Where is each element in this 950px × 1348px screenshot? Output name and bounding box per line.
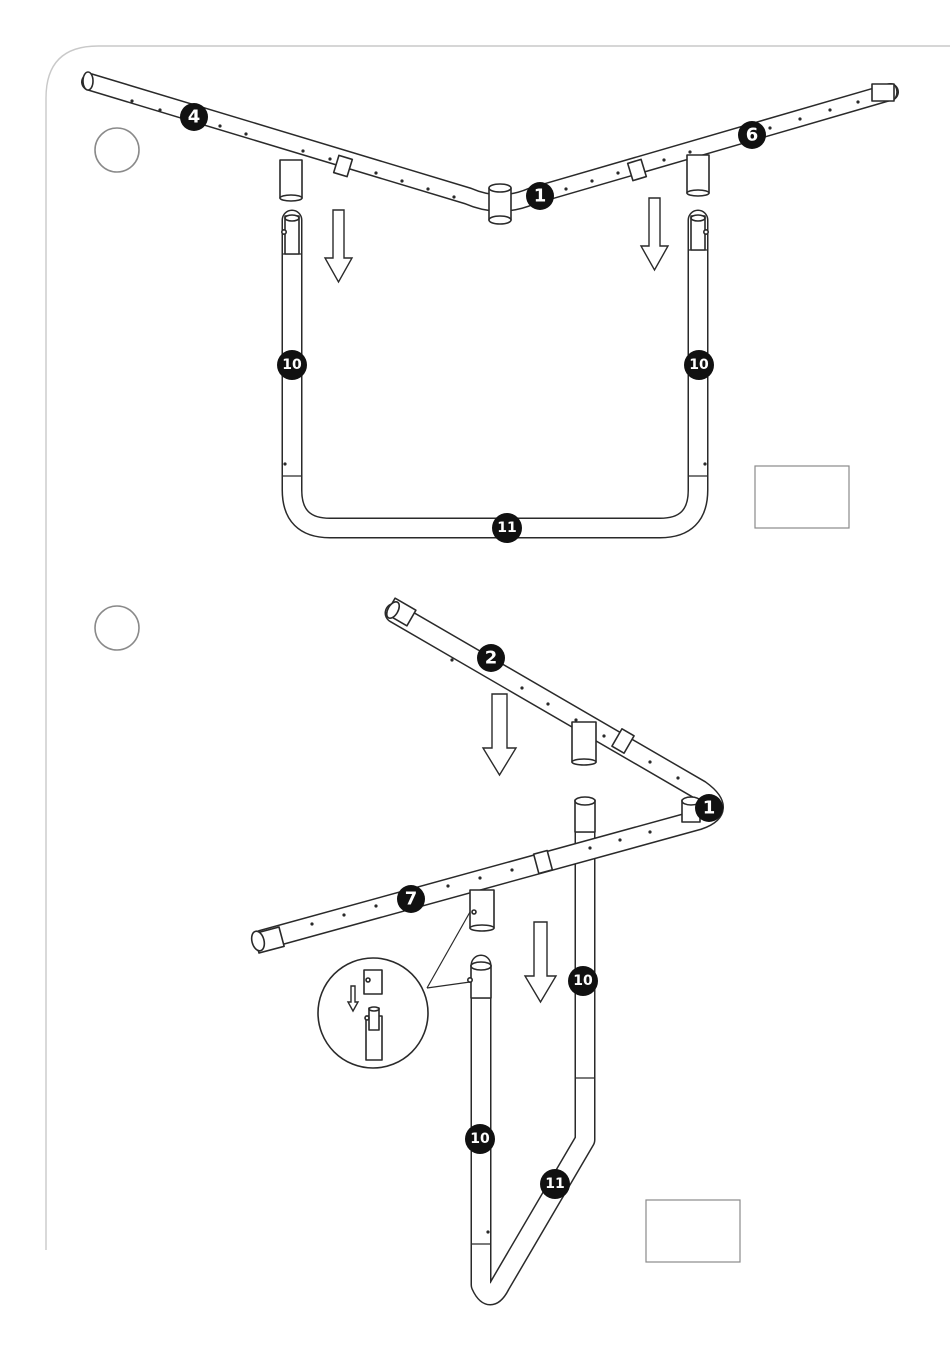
down-arrow-socket-back xyxy=(483,694,516,775)
part-badge-10-front: 10 xyxy=(465,1124,495,1154)
down-arrow-right xyxy=(641,198,668,270)
part-badge-1: 1 xyxy=(695,794,723,822)
svg-text:1: 1 xyxy=(703,798,716,819)
step-1: 4 1 6 10 10 11 xyxy=(83,72,897,543)
down-arrow-left xyxy=(325,210,352,282)
part-badge-10-back: 10 xyxy=(568,966,598,996)
part-badge-2: 2 xyxy=(477,644,505,672)
spring-button-front xyxy=(468,978,472,982)
svg-text:7: 7 xyxy=(405,889,418,910)
tube-6-insert xyxy=(872,84,894,101)
corner-hub-bottom xyxy=(489,216,511,224)
step-2-number-circle xyxy=(95,606,139,650)
leg-socket-front xyxy=(470,890,494,928)
corner-hub-top xyxy=(489,184,511,192)
svg-text:10: 10 xyxy=(689,357,709,373)
detail-callout xyxy=(318,912,470,1068)
part-badge-11: 11 xyxy=(540,1169,570,1199)
part-badge-4: 4 xyxy=(180,103,208,131)
svg-text:11: 11 xyxy=(497,520,516,536)
svg-text:6: 6 xyxy=(746,125,759,146)
svg-text:10: 10 xyxy=(282,357,302,373)
svg-text:1: 1 xyxy=(534,186,547,207)
svg-text:2: 2 xyxy=(485,648,498,669)
svg-text:4: 4 xyxy=(188,107,201,128)
svg-text:11: 11 xyxy=(545,1176,564,1192)
spring-button-right xyxy=(704,230,708,234)
down-arrow-leg-front xyxy=(525,922,556,1002)
spring-button-left xyxy=(282,230,286,234)
part-badge-6: 6 xyxy=(738,121,766,149)
tube-4-open-end xyxy=(83,72,93,90)
socket-hole-front xyxy=(472,910,476,914)
leg-socket-back xyxy=(572,722,596,762)
top-frame-tube-4-1-6 xyxy=(83,72,897,224)
svg-text:10: 10 xyxy=(470,1131,490,1147)
part-badge-1: 1 xyxy=(526,182,554,210)
step-1-note-box xyxy=(755,466,849,528)
leg-socket-right xyxy=(687,155,709,193)
leg-socket-left xyxy=(280,160,302,198)
part-badge-10-left: 10 xyxy=(277,350,307,380)
part-badge-7: 7 xyxy=(397,885,425,913)
part-badge-11: 11 xyxy=(492,513,522,543)
svg-text:10: 10 xyxy=(573,973,593,989)
step-2: 2 1 7 10 10 11 xyxy=(95,598,740,1295)
step-1-number-circle xyxy=(95,128,139,172)
part-badge-10-right: 10 xyxy=(684,350,714,380)
step-2-note-box xyxy=(646,1200,740,1262)
